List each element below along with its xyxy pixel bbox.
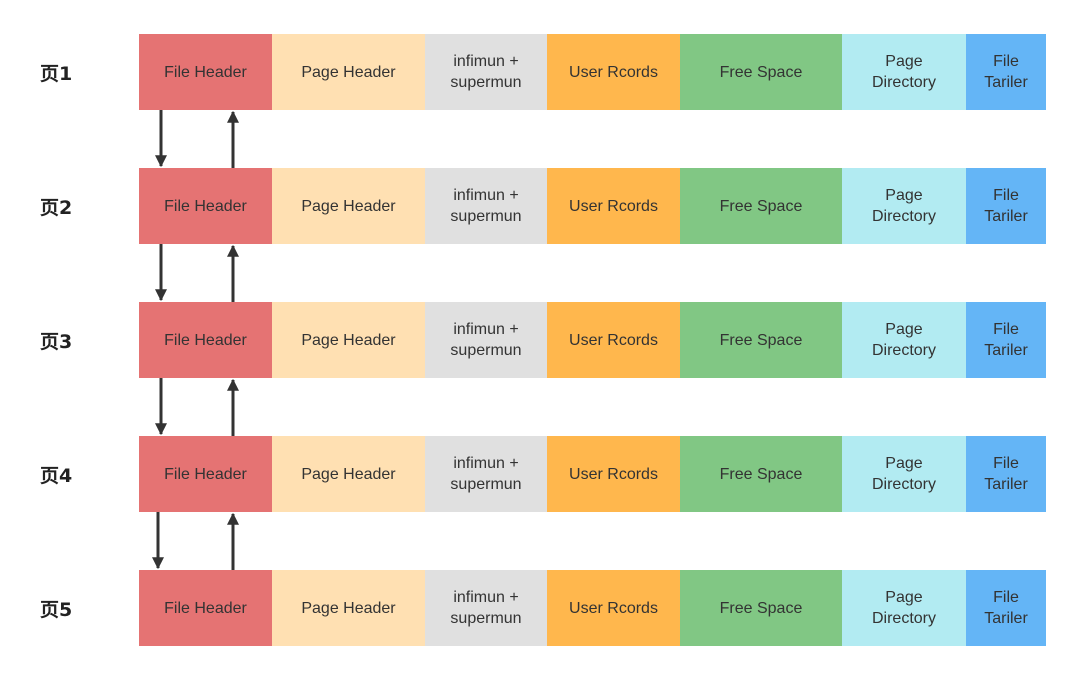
user-records-block: User Rcords: [547, 570, 680, 646]
user-records-block: User Rcords: [547, 302, 680, 378]
infimum-supremum-block: infimun + supermun: [425, 168, 547, 244]
page-label-2: 页2: [40, 196, 73, 219]
infimum-supremum-block: infimun + supermun: [425, 570, 547, 646]
user-records-block: User Rcords: [547, 168, 680, 244]
page-row-1: File Header Page Header infimun + superm…: [139, 34, 1046, 110]
page-header-block: Page Header: [272, 570, 425, 646]
page-row-4: File Header Page Header infimun + superm…: [139, 436, 1046, 512]
free-space-block: Free Space: [680, 34, 842, 110]
free-space-block: Free Space: [680, 302, 842, 378]
free-space-block: Free Space: [680, 570, 842, 646]
free-space-block: Free Space: [680, 168, 842, 244]
page-header-block: Page Header: [272, 302, 425, 378]
page-directory-block: Page Directory: [842, 168, 966, 244]
file-header-block: File Header: [139, 168, 272, 244]
page-directory-block: Page Directory: [842, 436, 966, 512]
page-directory-block: Page Directory: [842, 34, 966, 110]
page-row-5: File Header Page Header infimun + superm…: [139, 570, 1046, 646]
page-row-3: File Header Page Header infimun + superm…: [139, 302, 1046, 378]
file-trailer-block: File Tariler: [966, 302, 1046, 378]
file-header-block: File Header: [139, 570, 272, 646]
page-label-1: 页1: [40, 62, 73, 85]
file-trailer-block: File Tariler: [966, 570, 1046, 646]
file-trailer-block: File Tariler: [966, 436, 1046, 512]
file-header-block: File Header: [139, 302, 272, 378]
page-directory-block: Page Directory: [842, 570, 966, 646]
user-records-block: User Rcords: [547, 34, 680, 110]
user-records-block: User Rcords: [547, 436, 680, 512]
file-trailer-block: File Tariler: [966, 168, 1046, 244]
page-header-block: Page Header: [272, 436, 425, 512]
page-label-4: 页4: [40, 464, 73, 487]
page-row-2: File Header Page Header infimun + superm…: [139, 168, 1046, 244]
file-header-block: File Header: [139, 436, 272, 512]
infimum-supremum-block: infimun + supermun: [425, 302, 547, 378]
page-directory-block: Page Directory: [842, 302, 966, 378]
file-header-block: File Header: [139, 34, 272, 110]
file-trailer-block: File Tariler: [966, 34, 1046, 110]
infimum-supremum-block: infimun + supermun: [425, 34, 547, 110]
page-header-block: Page Header: [272, 168, 425, 244]
page-label-3: 页3: [40, 330, 73, 353]
infimum-supremum-block: infimun + supermun: [425, 436, 547, 512]
page-header-block: Page Header: [272, 34, 425, 110]
page-label-5: 页5: [40, 598, 73, 621]
free-space-block: Free Space: [680, 436, 842, 512]
